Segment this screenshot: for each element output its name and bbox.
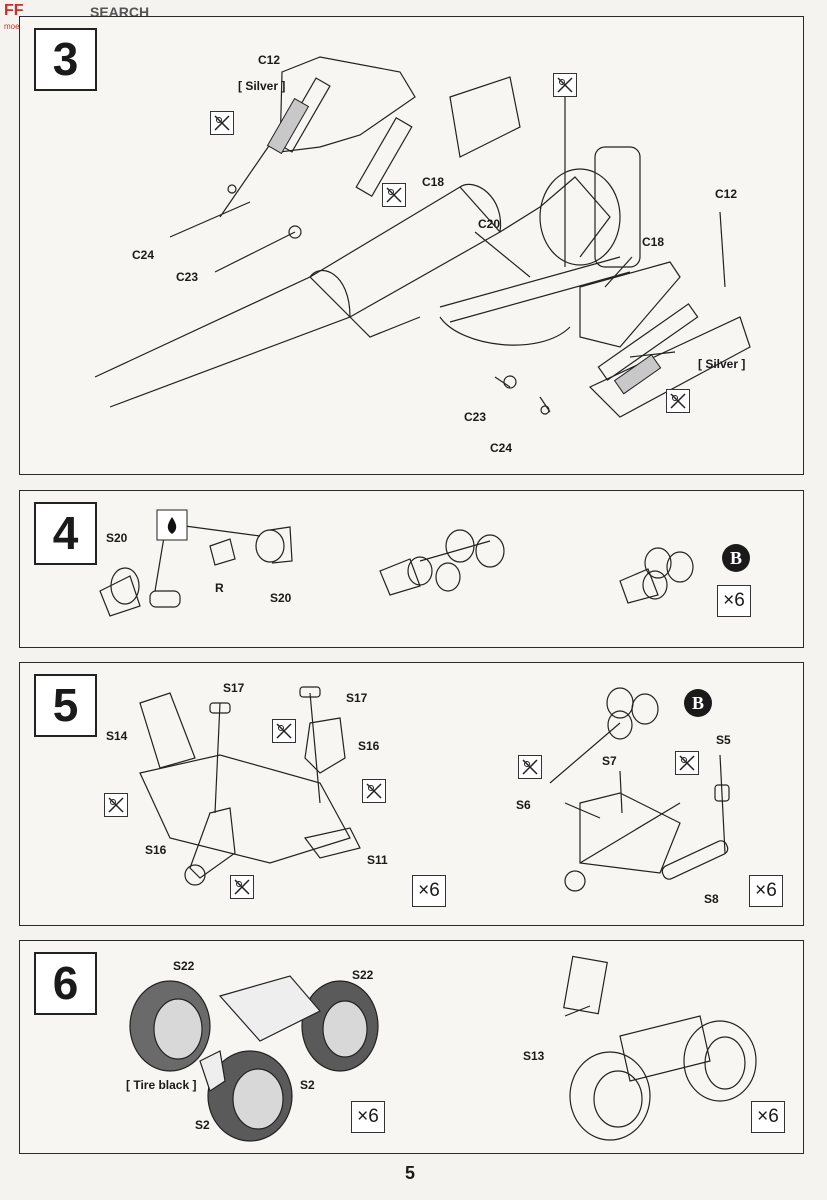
part-label: S17 <box>346 691 368 705</box>
step-number: 6 <box>34 952 97 1015</box>
part-label: C12 <box>258 53 281 67</box>
part-label: S20 <box>106 531 128 545</box>
step-number: 5 <box>34 674 97 737</box>
part-label: S11 <box>367 853 388 867</box>
part-label: S13 <box>523 1049 545 1063</box>
paint-label: [ Silver ] <box>238 79 286 93</box>
paint-label: [ Tire black ] <box>126 1078 197 1092</box>
part-label: C12 <box>715 187 738 201</box>
subassembly-b-badge: B <box>722 544 750 572</box>
site-logo: FF <box>4 2 24 19</box>
part-label: S14 <box>106 729 128 743</box>
quantity-box: ×6 <box>751 1101 785 1133</box>
quantity-box: ×6 <box>351 1101 385 1133</box>
step-number: 4 <box>34 502 97 565</box>
part-label: C24 <box>490 441 513 455</box>
quantity-box: ×6 <box>412 875 446 907</box>
part-label: S5 <box>716 733 731 747</box>
part-label: C23 <box>464 410 487 424</box>
quantity-box: ×6 <box>717 585 751 617</box>
part-label: C18 <box>642 235 665 249</box>
part-label: S2 <box>195 1118 210 1132</box>
step-3-illustration <box>94 56 751 418</box>
no-cut-icon <box>104 793 128 817</box>
no-cut-icon <box>675 751 699 775</box>
no-cut-icon <box>518 755 542 779</box>
no-cut-icon <box>210 111 234 135</box>
step-6-panel: 6 S22 S22 [ Tire black ] S2 <box>19 940 804 1154</box>
part-label: S20 <box>270 591 292 605</box>
no-cut-icon <box>553 73 577 97</box>
no-cut-icon <box>666 389 690 413</box>
no-cut-icon <box>362 779 386 803</box>
part-label: S17 <box>223 681 245 695</box>
paint-label: [ Silver ] <box>698 357 746 371</box>
step-5-illustration <box>139 686 730 892</box>
part-label: S16 <box>358 739 380 753</box>
no-cut-icon <box>230 875 254 899</box>
part-label: S6 <box>516 798 531 812</box>
part-label: S8 <box>704 892 719 906</box>
step-4-panel: 4 S20 R S <box>19 490 804 648</box>
page-number: 5 <box>405 1163 416 1183</box>
part-label: S16 <box>145 843 167 857</box>
part-label: S22 <box>173 959 195 973</box>
step-3-panel: 3 <box>19 16 804 475</box>
part-label: R <box>215 581 224 595</box>
subassembly-b-badge: B <box>684 689 712 717</box>
no-cut-icon <box>272 719 296 743</box>
quantity-box: ×6 <box>749 875 783 907</box>
no-cut-icon <box>382 183 406 207</box>
step-4-illustration <box>99 509 694 617</box>
part-label: C20 <box>478 217 501 231</box>
part-label: C23 <box>176 270 199 284</box>
step-5-panel: 5 <box>19 662 804 926</box>
part-label: C18 <box>422 175 445 189</box>
part-label: S7 <box>602 754 617 768</box>
part-label: S2 <box>300 1078 315 1092</box>
step-6-illustration <box>129 955 757 1142</box>
part-label: C24 <box>132 248 155 262</box>
step-number: 3 <box>34 28 97 91</box>
part-label: S22 <box>352 968 374 982</box>
